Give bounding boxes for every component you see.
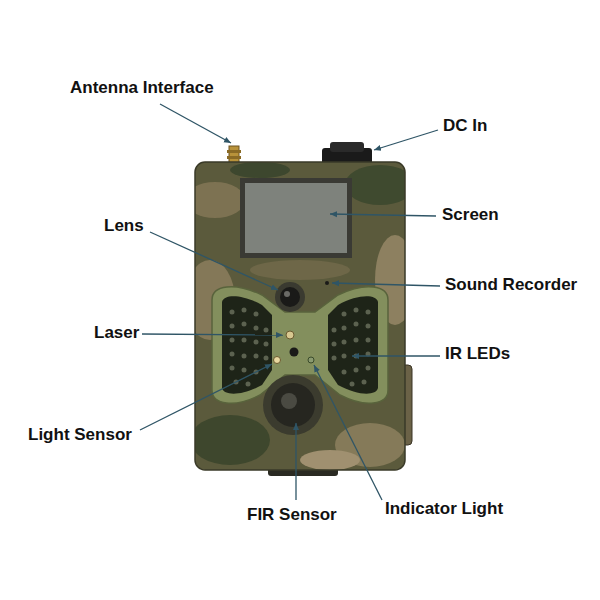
- part-label: IR LEDs: [445, 344, 510, 364]
- part-label: Antenna Interface: [70, 78, 214, 98]
- part-label: FIR Sensor: [247, 505, 337, 525]
- part-label: Indicator Light: [385, 499, 503, 519]
- part-label: Light Sensor: [28, 425, 132, 445]
- part-label: Screen: [442, 205, 499, 225]
- part-label: Lens: [104, 216, 144, 236]
- part-label: Laser: [94, 323, 139, 343]
- part-label: Sound Recorder: [445, 275, 577, 295]
- part-label: DC In: [443, 116, 487, 136]
